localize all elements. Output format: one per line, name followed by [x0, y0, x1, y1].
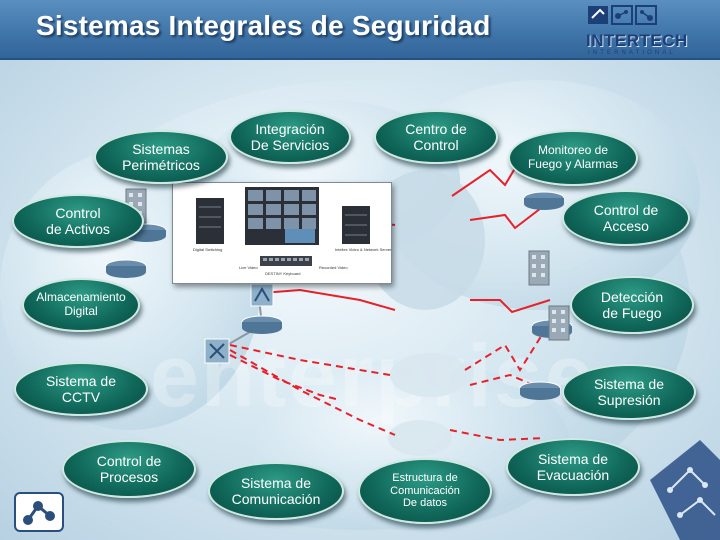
logo-subtitle: INTERNATIONAL — [588, 50, 676, 56]
panel-label: DESTINY Keyboard — [265, 271, 301, 276]
server-rack-icon — [342, 206, 370, 244]
node-control-acceso[interactable]: Control de Acceso — [562, 190, 690, 246]
header-bar: Sistemas Integrales de Seguridad INTERTE… — [0, 0, 720, 60]
network-nodes-icon — [23, 501, 55, 525]
keyboard-icon — [260, 256, 312, 266]
intertech-logo: INTERTECH INTERNATIONAL — [586, 4, 712, 56]
node-sistema-comunicacion[interactable]: Sistema de Comunicación — [208, 462, 344, 520]
router-icon — [523, 191, 565, 210]
node-centro-control[interactable]: Centro de Control — [374, 110, 498, 164]
router-icon — [519, 381, 561, 400]
node-sistemas-perimetricos[interactable]: Sistemas Perimétricos — [94, 130, 228, 184]
node-integracion-servicios[interactable]: Integración De Servicios — [229, 110, 351, 164]
node-sistema-cctv[interactable]: Sistema de CCTV — [14, 362, 148, 416]
node-estructura-comunicacion-datos[interactable]: Estructura de Comunicación De datos — [358, 458, 492, 524]
switch-icon — [250, 283, 274, 307]
node-monitoreo-fuego-alarmas[interactable]: Monitoreo de Fuego y Alarmas — [508, 130, 638, 186]
panel-label: Intellex Video & Network Server — [335, 247, 392, 252]
node-almacenamiento-digital[interactable]: Almacenamiento Digital — [22, 278, 140, 332]
switch-icon — [204, 338, 230, 364]
network-pattern-icon — [650, 440, 720, 540]
intertech-logo-squares-icon — [588, 5, 657, 25]
video-wall-icon — [245, 187, 319, 245]
building-icon — [548, 305, 570, 341]
logo-name: INTERTECH — [586, 31, 688, 50]
network-logo-icon — [14, 492, 64, 532]
control-room-panel: Digital Switching Live Video DESTINY Key… — [172, 182, 392, 284]
node-control-activos[interactable]: Control de Activos — [12, 194, 144, 248]
page-title: Sistemas Integrales de Seguridad — [36, 10, 491, 41]
building-icon — [528, 250, 550, 286]
router-icon — [105, 259, 147, 278]
node-sistema-evacuacion[interactable]: Sistema de Evacuación — [506, 438, 640, 496]
server-rack-icon — [196, 198, 224, 244]
node-control-procesos[interactable]: Control de Procesos — [62, 440, 196, 498]
panel-label: Live Video — [239, 265, 258, 270]
panel-label: Recorded Video — [319, 265, 348, 270]
node-sistema-supresion[interactable]: Sistema de Supresión — [562, 364, 696, 420]
node-deteccion-fuego[interactable]: Detección de Fuego — [570, 276, 694, 334]
panel-label: Digital Switching — [193, 247, 223, 252]
router-icon — [241, 315, 283, 334]
